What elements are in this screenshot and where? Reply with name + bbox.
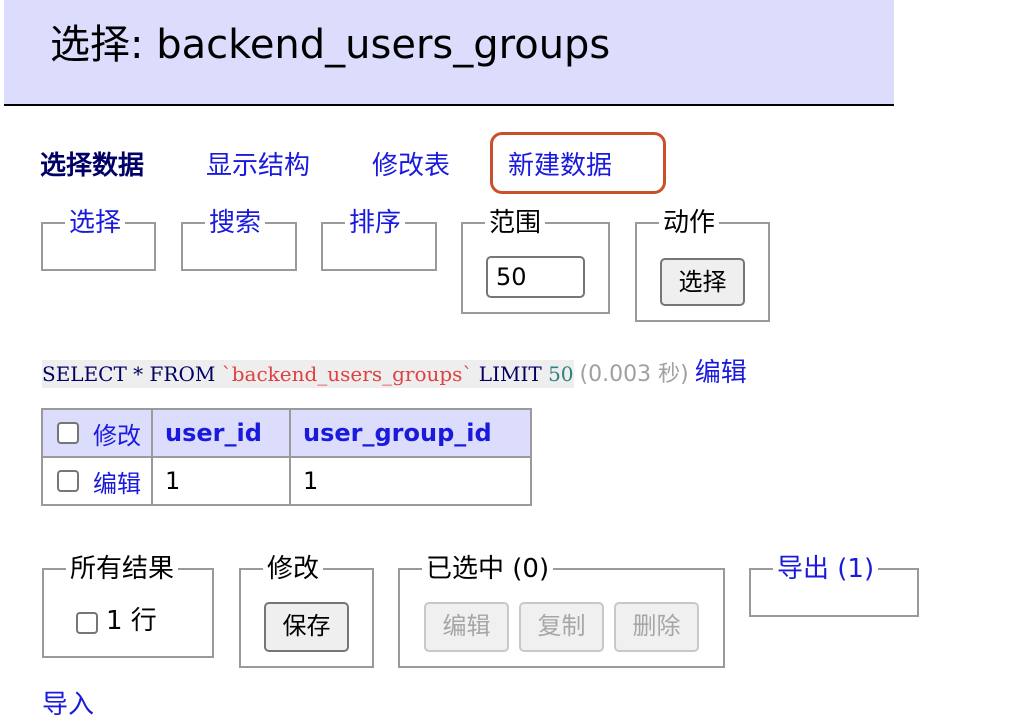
action-legend: 动作 <box>663 208 716 238</box>
sql-limit-keyword: LIMIT <box>472 362 549 386</box>
modify-legend: 修改 <box>267 554 320 584</box>
sql-limit-value: 50 <box>548 362 574 386</box>
page-header: 选择: backend_users_groups <box>4 0 894 106</box>
tab-select-data[interactable]: 选择数据 <box>40 151 145 181</box>
column-user-group-id-link[interactable]: user_group_id <box>303 419 492 447</box>
edit-selected-button[interactable]: 编辑 <box>424 602 509 652</box>
copy-selected-button[interactable]: 复制 <box>519 602 604 652</box>
select-columns-panel: 选择 <box>41 208 156 271</box>
all-results-checkbox[interactable] <box>76 612 98 634</box>
select-columns-link[interactable]: 选择 <box>69 208 122 238</box>
sql-table-name: `backend_users_groups` <box>221 362 473 386</box>
all-results-panel: 所有结果 <box>42 554 214 658</box>
selected-panel: 已选中 (0) <box>398 554 725 668</box>
header-edit-cell: 修改 <box>41 408 153 458</box>
row-checkbox[interactable] <box>57 470 79 492</box>
export-link[interactable]: 导出 (1) <box>777 554 875 584</box>
edit-query-link[interactable]: 编辑 <box>694 358 747 388</box>
delete-selected-button[interactable]: 删除 <box>614 602 699 652</box>
cell-user-id: 1 <box>151 456 291 506</box>
sql-select-part: SELECT * FROM <box>42 362 222 386</box>
action-panel: 动作 <box>635 208 770 322</box>
limit-panel: 范围 <box>461 208 610 314</box>
select-all-checkbox[interactable] <box>57 422 79 444</box>
sort-panel: 排序 <box>321 208 437 271</box>
limit-legend: 范围 <box>489 208 542 238</box>
limit-input[interactable] <box>486 256 585 298</box>
highlight-box <box>490 132 666 194</box>
row-edit-cell: 编辑 <box>41 456 153 506</box>
table-header-row: 修改 user_id user_group_id <box>41 408 532 458</box>
select-action-button[interactable]: 选择 <box>660 258 745 306</box>
sort-link[interactable]: 排序 <box>349 208 402 238</box>
modify-panel: 修改 <box>239 554 374 668</box>
search-link[interactable]: 搜索 <box>209 208 262 238</box>
save-button[interactable]: 保存 <box>264 602 349 652</box>
sql-query-line: SELECT * FROM `backend_users_groups` LIM… <box>42 352 747 388</box>
page-title: 选择: backend_users_groups <box>50 22 611 68</box>
column-user-id-link[interactable]: user_id <box>165 419 262 447</box>
tab-show-structure[interactable]: 显示结构 <box>206 151 311 181</box>
export-panel: 导出 (1) <box>749 554 919 617</box>
query-time: (0.003 秒) <box>579 362 689 387</box>
cell-user-group-id: 1 <box>289 456 532 506</box>
tab-new-item[interactable]: 新建数据 <box>508 151 613 181</box>
all-results-legend: 所有结果 <box>70 554 175 584</box>
table-row: 编辑 1 1 <box>41 456 532 506</box>
import-link[interactable]: 导入 <box>42 690 95 720</box>
column-header-user-group-id[interactable]: user_group_id <box>289 408 532 458</box>
sql-query: SELECT * FROM `backend_users_groups` LIM… <box>42 360 574 388</box>
column-header-user-id[interactable]: user_id <box>151 408 291 458</box>
row-edit-link[interactable]: 编辑 <box>93 469 141 498</box>
modify-all-link[interactable]: 修改 <box>93 421 141 450</box>
search-panel: 搜索 <box>181 208 297 271</box>
rows-count-label: 1 行 <box>106 606 157 636</box>
results-table: 修改 user_id user_group_id 编辑 1 1 <box>41 408 532 506</box>
tab-alter-table[interactable]: 修改表 <box>372 151 451 181</box>
selected-legend: 已选中 (0) <box>426 554 550 584</box>
